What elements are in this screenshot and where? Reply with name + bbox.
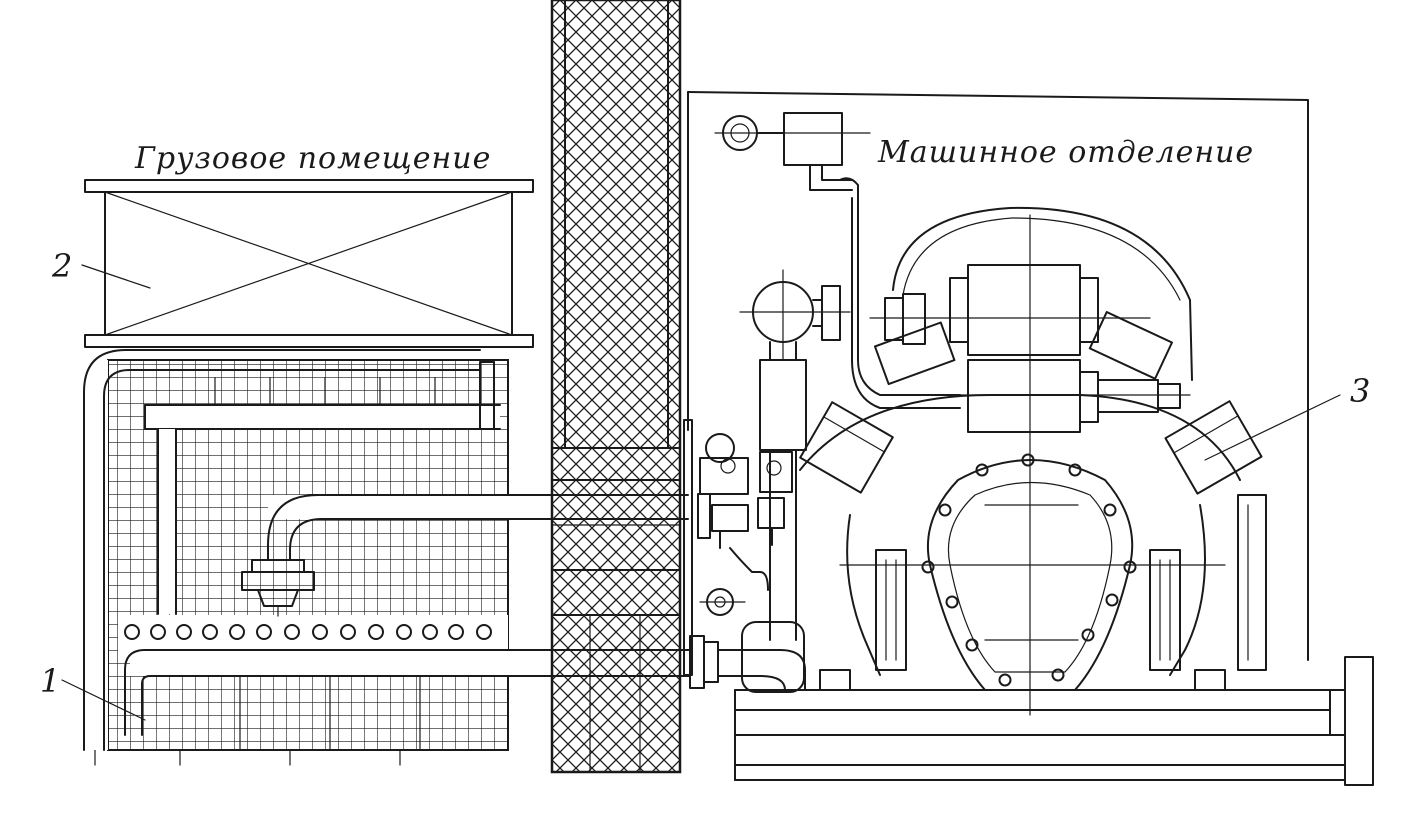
insulated-bulkhead	[550, 0, 682, 774]
engine-room-label: Машинное отделение	[877, 135, 1254, 170]
left-riser-pipe	[83, 349, 481, 751]
base-frame	[734, 656, 1374, 786]
cargo-box	[84, 179, 534, 348]
crankcase-cover	[839, 214, 1226, 716]
liquid-line-fittings	[689, 621, 806, 693]
pressure-relay	[714, 112, 961, 409]
leader-line-3	[1204, 394, 1341, 461]
callout-1: 1	[40, 662, 60, 700]
receiver-column	[739, 269, 851, 641]
leader-line-2	[81, 264, 151, 289]
compressor	[799, 206, 1267, 716]
valve-block	[683, 419, 793, 676]
upper-header-pipe	[144, 361, 501, 430]
callout-2: 2	[51, 247, 72, 285]
engine-room	[683, 91, 1374, 786]
coil-tubes	[124, 624, 492, 640]
callout-3: 3	[1350, 372, 1370, 410]
inner-vertical-pipe	[157, 428, 177, 615]
expansion-valve-body	[241, 559, 315, 617]
leader-line-1	[61, 679, 146, 721]
cargo-room-label: Грузовое помещение	[134, 141, 491, 176]
